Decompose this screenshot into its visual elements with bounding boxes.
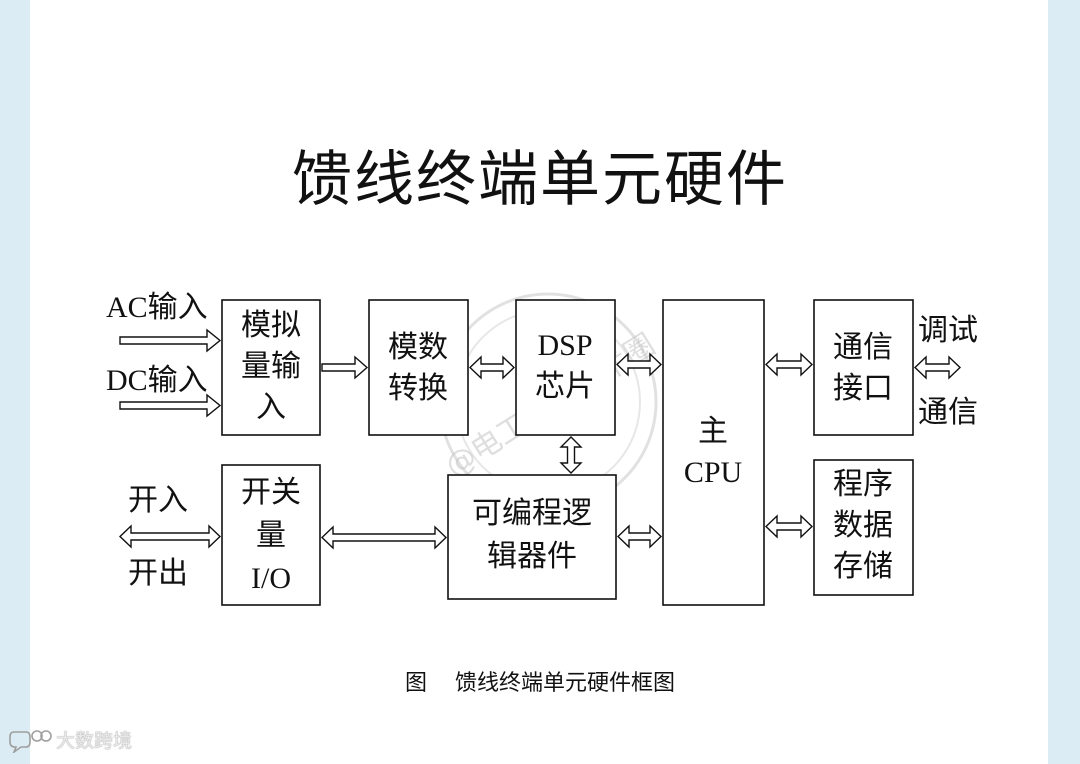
debug-label: 调试 bbox=[918, 314, 978, 347]
storage-line-3: 存储 bbox=[833, 550, 893, 583]
switch-io-line-2: 量 bbox=[256, 519, 286, 552]
logic-cpu-bidirectional-arrow bbox=[616, 524, 663, 549]
comm-interface-block bbox=[813, 299, 914, 436]
analog-input-line-2: 量输 bbox=[241, 350, 301, 383]
switch-external-bidirectional-arrow bbox=[118, 524, 222, 549]
ac-input-label: AC输入 bbox=[106, 291, 208, 324]
figure-caption: 图 馈线终端单元硬件框图 bbox=[0, 668, 1080, 698]
comm-external-bidirectional-arrow bbox=[913, 355, 962, 380]
switch-io-line-3: I/O bbox=[251, 562, 291, 595]
ac-input-arrow bbox=[119, 328, 222, 353]
analog-to-ad-arrow bbox=[321, 355, 369, 380]
comm-interface-line-2: 接口 bbox=[833, 372, 893, 405]
comm-interface-line-1: 通信 bbox=[833, 331, 893, 364]
cpu-comm-bidirectional-arrow bbox=[764, 352, 814, 377]
dc-input-arrow bbox=[119, 393, 222, 418]
dsp-logic-bidirectional-arrow bbox=[559, 436, 583, 474]
programmable-logic-block bbox=[447, 474, 617, 600]
storage-line-1: 程序 bbox=[833, 468, 893, 501]
diagram-title: 馈线终端单元硬件 bbox=[292, 147, 788, 213]
analog-input-block bbox=[221, 299, 321, 436]
dsp-chip-line-1: DSP bbox=[537, 329, 592, 362]
ad-convert-line-2: 转换 bbox=[388, 372, 448, 405]
ad-dsp-bidirectional-arrow bbox=[468, 355, 516, 380]
main-cpu-block bbox=[662, 299, 765, 606]
switch-out-label: 开出 bbox=[128, 557, 188, 590]
main-cpu-line-1: 主 bbox=[698, 415, 728, 448]
caption-text: 馈线终端单元硬件框图 bbox=[455, 670, 676, 695]
programmable-logic-line-2: 辑器件 bbox=[487, 540, 577, 573]
switch-logic-bidirectional-arrow bbox=[320, 525, 448, 550]
switch-io-line-1: 开关 bbox=[241, 476, 301, 509]
main-cpu-line-2: CPU bbox=[684, 456, 743, 489]
communication-label: 通信 bbox=[918, 396, 978, 429]
analog-input-line-1: 模拟 bbox=[241, 309, 301, 342]
switch-io-block bbox=[221, 464, 321, 606]
watermark-logo-text: 大数跨境 bbox=[56, 730, 133, 752]
dc-input-label: DC输入 bbox=[106, 364, 208, 397]
storage-block bbox=[813, 459, 914, 596]
dsp-cpu-bidirectional-arrow bbox=[615, 352, 663, 377]
dsp-chip-block bbox=[515, 299, 616, 436]
switch-in-label: 开入 bbox=[128, 484, 188, 517]
left-margin-band bbox=[0, 0, 30, 764]
ad-convert-line-1: 模数 bbox=[388, 331, 448, 364]
programmable-logic-line-1: 可编程逻 bbox=[472, 497, 592, 530]
analog-input-line-3: 入 bbox=[256, 391, 286, 424]
chat-bubble-icon bbox=[9, 729, 52, 753]
cpu-storage-bidirectional-arrow bbox=[764, 514, 814, 539]
watermark-logo: 大数跨境 bbox=[8, 726, 132, 753]
ad-convert-block bbox=[368, 299, 469, 436]
caption-prefix: 图 bbox=[404, 670, 427, 695]
right-margin-band bbox=[1048, 0, 1080, 764]
storage-line-2: 数据 bbox=[833, 509, 893, 542]
dsp-chip-line-2: 芯片 bbox=[535, 370, 595, 403]
